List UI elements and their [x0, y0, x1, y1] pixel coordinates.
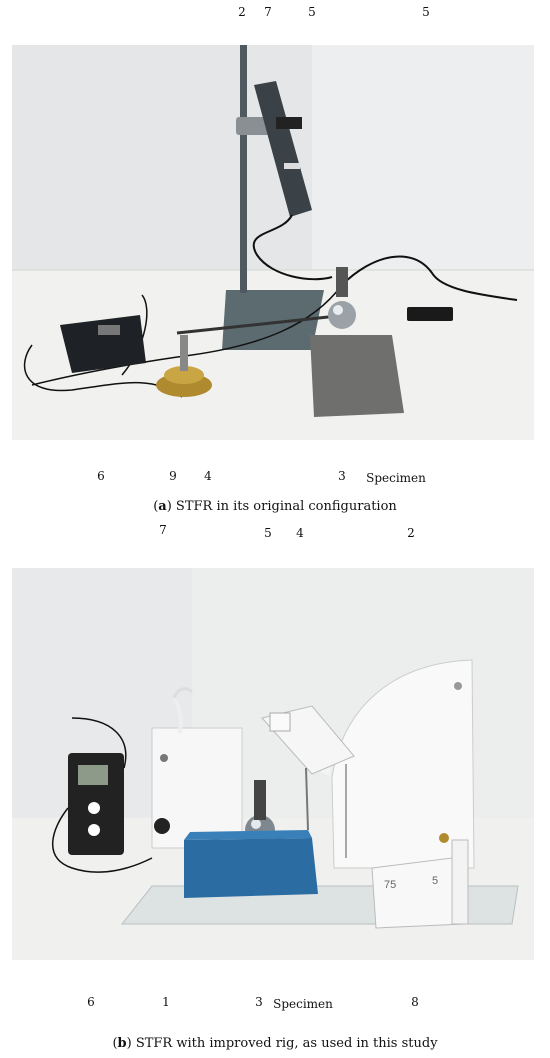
label-b-1: 1 [162, 995, 170, 1009]
label-b-3: 3 [255, 995, 263, 1009]
label-b-6: 6 [87, 995, 95, 1009]
label-b-4: 4 [296, 526, 304, 540]
caption-b-letter: b [117, 1036, 127, 1051]
label-a-3: 3 [338, 469, 346, 483]
figure-a-photo [12, 45, 534, 440]
label-a-7: 7 [264, 5, 272, 19]
label-b-7: 7 [159, 523, 167, 537]
label-b-specimen: Specimen [273, 997, 333, 1011]
label-b-2: 2 [407, 526, 415, 540]
label-a-5-right: 5 [422, 5, 430, 19]
scale-mark-75: 75 [384, 879, 396, 891]
figure-b-photo: 75 5 [12, 568, 534, 960]
caption-a: (a) STFR in its original configuration [153, 499, 397, 514]
caption-a-text: STFR in its original configuration [171, 499, 397, 514]
scale-mark-5: 5 [432, 875, 438, 887]
label-a-5-left: 5 [308, 5, 316, 19]
label-b-8: 8 [411, 995, 419, 1009]
label-a-4: 4 [204, 469, 212, 483]
label-a-9: 9 [169, 469, 177, 483]
caption-b: (b) STFR with improved rig, as used in t… [112, 1036, 438, 1051]
label-a-6: 6 [97, 469, 105, 483]
label-a-specimen: Specimen [366, 471, 426, 485]
caption-a-letter: a [158, 499, 167, 514]
figure-a-illustration [12, 45, 534, 440]
figure-b-illustration: 75 5 [12, 568, 534, 960]
label-b-5: 5 [264, 526, 272, 540]
caption-b-text: STFR with improved rig, as used in this … [131, 1036, 438, 1051]
label-a-2: 2 [238, 5, 246, 19]
